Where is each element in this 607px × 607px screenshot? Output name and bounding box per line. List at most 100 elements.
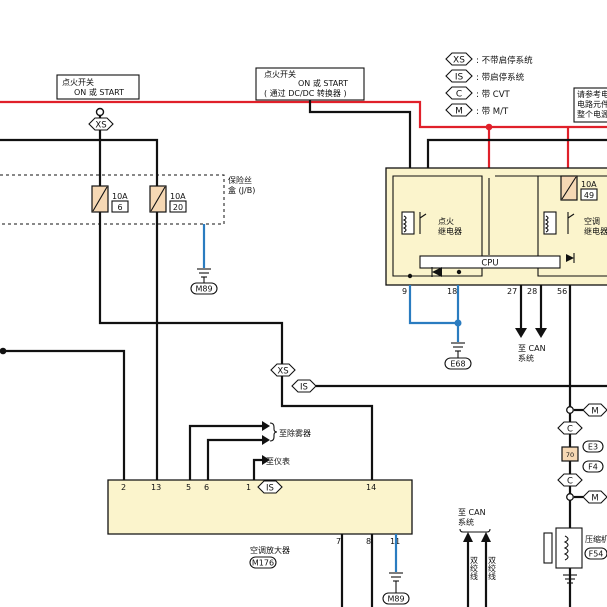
- ign1-line2: ON 或 START: [74, 87, 124, 97]
- ignition-switch-label-1: 点火开关 ON 或 START: [56, 74, 140, 100]
- fuse-block-label-1: 保险丝: [228, 175, 252, 185]
- relay-unit: 点火 继电器 空调 继电器 10A 49 CPU: [385, 167, 607, 286]
- can-label-lower-1: 至 CAN: [458, 508, 486, 517]
- amp-pin-1: 1: [246, 483, 251, 492]
- cpu-label: CPU: [481, 259, 498, 269]
- can-arrows-lower: 至 CAN 系统 双绞线 双绞线: [458, 508, 497, 607]
- tag-m-upper: M: [582, 403, 607, 417]
- relay-pin-27: 27: [507, 287, 517, 296]
- amp-pin-5: 5: [186, 483, 191, 492]
- ground-e68: E68: [444, 342, 472, 370]
- connector-f4-label: F4: [588, 463, 598, 472]
- note-line3: 整个电源: [577, 109, 607, 119]
- twisted-pair-label-2: 双绞线: [488, 556, 497, 580]
- relay-box-70: 70: [561, 446, 579, 462]
- legend-text-is: : 带启停系统: [476, 72, 525, 83]
- ac-relay-label-2: 继电器: [584, 226, 607, 236]
- tag-xs-left-text: XS: [95, 121, 106, 131]
- tag-c-upper: C: [557, 421, 583, 435]
- tag-xs-mid-text: XS: [277, 367, 288, 377]
- to-defogger-label: 至除雾器: [279, 428, 311, 438]
- tag-m-upper-text: M: [591, 407, 598, 417]
- ground-m89-bottom: M89: [382, 572, 410, 605]
- note-line1: 请参考电: [577, 89, 607, 99]
- amp-pin-13: 13: [151, 483, 161, 492]
- connector-m176: M176: [249, 556, 277, 569]
- ignition-relay: 点火 继电器: [401, 211, 462, 236]
- ign2-line2: ON 或 START: [298, 78, 348, 88]
- ignition-relay-label-1: 点火: [438, 217, 454, 226]
- compressor-label: 压缩机: [585, 534, 607, 544]
- fuse-6-number: 6: [117, 203, 122, 212]
- tag-is-amp-text: IS: [266, 484, 274, 494]
- fuse-49-number: 49: [584, 191, 594, 200]
- tag-is-mid-text: IS: [300, 383, 308, 393]
- relay-pin-18: 18: [447, 287, 457, 296]
- legend-code-is: IS: [455, 73, 464, 83]
- ignition-relay-label-2: 继电器: [438, 226, 462, 236]
- legend: XS : 不带启停系统 IS : 带启停系统 C : 带 CVT M : 带 M…: [445, 52, 533, 117]
- ground-m89-bottom-label: M89: [387, 595, 404, 604]
- amp-pin-2: 2: [121, 483, 126, 492]
- ground-m89-top-label: M89: [195, 285, 212, 294]
- legend-text-xs: : 不带启停系统: [476, 55, 533, 66]
- fuse-block: 保险丝 盒 (J/B): [0, 174, 255, 225]
- small-box-label: 70: [566, 451, 574, 459]
- connector-e3: E3: [582, 440, 604, 453]
- note-line2: 电路元件: [577, 99, 607, 109]
- connector-f54-label: F54: [589, 550, 604, 559]
- legend-text-m: : 带 M/T: [476, 107, 509, 117]
- amp-pin-8: 8: [366, 537, 371, 546]
- legend-item-is: IS : 带启停系统: [445, 69, 525, 83]
- amp-pin-7: 7: [336, 537, 341, 546]
- relay-pin-9: 9: [402, 287, 407, 296]
- ign1-line1: 点火开关: [62, 77, 94, 87]
- tag-c-lower-text: C: [567, 477, 573, 487]
- ac-relay-label-1: 空调: [584, 216, 600, 226]
- can-label-lower-2: 系统: [458, 517, 474, 527]
- tag-c-lower: C: [557, 473, 583, 487]
- legend-text-c: : 带 CVT: [476, 90, 511, 100]
- fuse-49: 10A 49: [560, 175, 598, 201]
- tag-is-amp: IS: [257, 480, 283, 494]
- legend-code-xs: XS: [453, 56, 465, 66]
- legend-code-m: M: [455, 107, 463, 117]
- compressor: 压缩机 F54: [543, 527, 607, 584]
- ground-m89-top: M89: [190, 268, 218, 295]
- relay-pin-28: 28: [527, 287, 537, 296]
- connector-e3-label: E3: [588, 443, 598, 452]
- ground-e68-label: E68: [450, 360, 465, 369]
- amp-pin-14: 14: [366, 483, 376, 492]
- cpu: CPU: [419, 255, 561, 269]
- relay-pins: 9 18 27 28 56: [402, 287, 567, 296]
- amp-pins-top: 2 13 5 6 1 14: [121, 483, 376, 492]
- fuse-block-label-2: 盒 (J/B): [228, 185, 255, 195]
- ign2-line1: 点火开关: [264, 69, 296, 79]
- can-label-upper-2: 系统: [518, 353, 534, 363]
- reference-note: 请参考电 电路元件 整个电源: [573, 87, 607, 123]
- legend-code-c: C: [456, 90, 462, 100]
- tag-xs-left: XS: [88, 117, 114, 131]
- tag-is-mid: IS: [291, 379, 317, 393]
- tag-m-lower: M: [582, 490, 607, 504]
- ign2-line3: ( 通过 DC/DC 转换器 ): [264, 88, 347, 98]
- ac-amplifier: [107, 479, 413, 535]
- fuse-20-number: 20: [173, 203, 183, 212]
- fuse-20-rating: 10A: [170, 192, 186, 201]
- fuse-6: 10A 6: [91, 185, 129, 213]
- tag-xs-mid: XS: [270, 363, 296, 377]
- fuse-6-rating: 10A: [112, 192, 128, 201]
- to-meter-label: 至仪表: [266, 456, 290, 466]
- tag-c-upper-text: C: [567, 425, 573, 435]
- can-arrows-upper: 至 CAN 系统: [515, 285, 547, 363]
- legend-item-m: M : 带 M/T: [445, 103, 509, 117]
- ac-relay: 空调 继电器: [543, 211, 607, 236]
- tag-m-lower-text: M: [591, 494, 598, 504]
- connector-f4: F4: [582, 460, 604, 473]
- connector-m176-label: M176: [252, 559, 274, 568]
- legend-item-c: C : 带 CVT: [445, 86, 511, 100]
- ignition-switch-label-2: 点火开关 ON 或 START ( 通过 DC/DC 转换器 ): [255, 67, 365, 101]
- amp-pins-bottom: 7 8 11: [336, 537, 400, 546]
- twisted-pair-label-1: 双绞线: [470, 556, 479, 580]
